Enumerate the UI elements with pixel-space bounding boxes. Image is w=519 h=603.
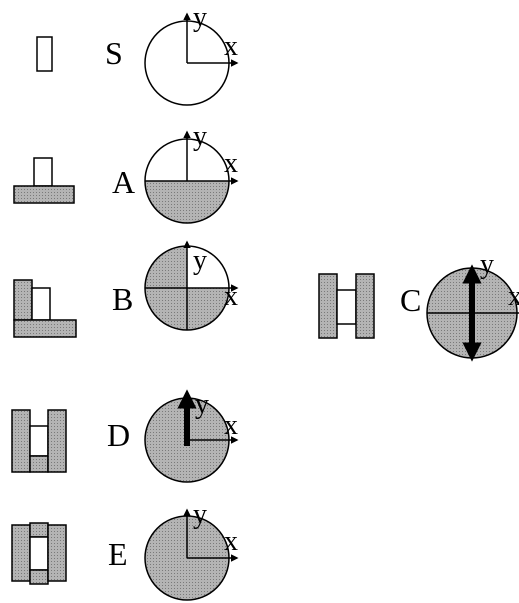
diagram-circle-c	[426, 264, 519, 362]
config-e: E y x	[11, 499, 239, 601]
x-axis-label-e: x	[224, 526, 238, 557]
diagram-circle-d	[144, 389, 239, 483]
label-d: D	[107, 417, 130, 453]
y-axis-label-s: y	[193, 2, 207, 33]
label-a: A	[112, 164, 135, 200]
config-c: C y x	[318, 249, 519, 362]
config-a: A y x	[13, 121, 239, 224]
y-axis-label-b: y	[193, 245, 207, 276]
y-axis-label-a: y	[193, 121, 207, 152]
config-b: B y x	[13, 240, 239, 338]
diagram-circle-e	[144, 508, 239, 601]
structure-icon-d	[11, 409, 67, 473]
structure-icon-b	[13, 279, 77, 338]
label-s: S	[105, 35, 123, 71]
structure-icon-c	[318, 273, 375, 339]
y-axis-label-e: y	[193, 499, 207, 530]
diagram-circle-s	[144, 12, 239, 106]
label-b: B	[112, 281, 133, 317]
x-axis-label-b: x	[224, 281, 238, 312]
x-axis-label-c: x	[508, 281, 519, 312]
diagram-circle-b	[144, 240, 239, 331]
structure-icon-s	[36, 36, 53, 72]
diagram-circle-a	[144, 130, 239, 224]
structure-icon-a	[13, 157, 75, 204]
label-e: E	[108, 536, 128, 572]
config-d: D y x	[11, 389, 239, 483]
config-s: S y x	[36, 2, 239, 106]
x-axis-label-d: x	[224, 410, 238, 441]
x-axis-label-s: x	[224, 31, 238, 62]
structure-icon-e	[11, 522, 67, 585]
y-axis-label-d: y	[195, 389, 209, 420]
y-axis-label-c: y	[480, 249, 494, 280]
label-c: C	[400, 282, 421, 318]
x-axis-label-a: x	[224, 148, 238, 179]
